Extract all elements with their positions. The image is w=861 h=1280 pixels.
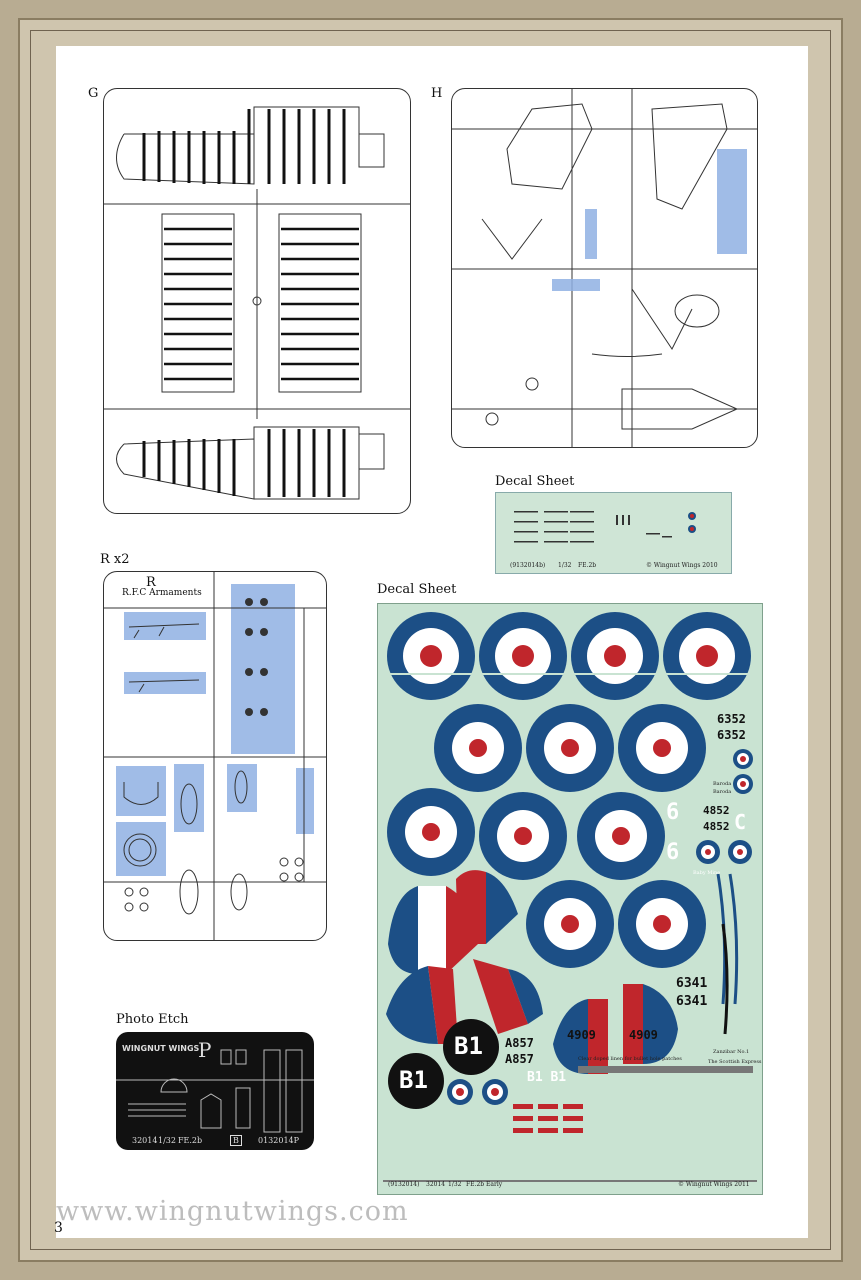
name-baroda-b: Baroda <box>713 789 732 795</box>
bullet-patches <box>513 1104 583 1133</box>
sprue-g <box>103 88 411 514</box>
roundel-row-2 <box>434 704 706 792</box>
sprue-h-drawing <box>452 89 757 447</box>
code-6-a: 6 <box>666 800 680 825</box>
serial-a857-b: A857 <box>505 1052 534 1066</box>
etch-kit: 32014 <box>132 1136 158 1145</box>
sprue-h-label: H <box>431 86 443 101</box>
large-decal-sheet-label: Decal Sheet <box>377 582 457 597</box>
sprue-g-drawing <box>104 106 410 500</box>
etch-model: FE.2b <box>178 1136 203 1145</box>
large-decal-kit: 32014 <box>426 1181 446 1188</box>
roundel-row-1 <box>383 612 758 700</box>
small-roundels <box>447 749 753 1105</box>
code-b1-medium: B1 <box>454 1032 483 1060</box>
small-decal-code: (9132014b) <box>510 562 546 569</box>
etch-parts <box>116 1049 314 1133</box>
page-number: 3 <box>54 1220 63 1236</box>
serial-4852-b: 4852 <box>703 820 730 833</box>
small-decal-scale: 1/32 <box>558 562 572 569</box>
roundel-row-4 <box>526 880 706 968</box>
large-decal-model: FE.2b Early <box>466 1181 503 1188</box>
serial-6341-b: 6341 <box>676 994 708 1009</box>
name-baby-mine: Baby Mine <box>693 870 721 876</box>
name-baroda-a: Baroda <box>713 781 732 787</box>
etch-marker: B <box>230 1135 242 1146</box>
sprue-r-letter: R <box>146 575 156 590</box>
serial-6352-a: 6352 <box>717 712 746 726</box>
code-c: C <box>734 810 747 834</box>
large-decal-scale: 1/32 <box>448 1181 462 1188</box>
name-zanzibar: Zanzibar No.1 <box>713 1049 750 1055</box>
small-decal-model: FE.2b <box>578 562 597 569</box>
sprue-r: R R.F.C Armaments <box>103 571 327 941</box>
serial-4909-a: 4909 <box>567 1028 596 1042</box>
code-b1-pair: B1 B1 <box>527 1070 567 1085</box>
sprue-r-title: R.F.C Armaments <box>122 588 202 598</box>
roundel-row-3 <box>387 788 665 880</box>
website-url[interactable]: www.wingnutwings.com <box>56 1196 409 1227</box>
large-decal-code: (9132014) <box>388 1181 420 1188</box>
small-decal-sheet: (9132014b) 1/32 FE.2b © Wingnut Wings 20… <box>495 492 732 574</box>
serial-6352-b: 6352 <box>717 728 746 742</box>
rudder-stripes <box>386 870 678 1074</box>
decorative-frame-inner <box>30 30 831 1250</box>
photo-etch-label: Photo Etch <box>116 1012 189 1027</box>
sprue-g-label: G <box>88 86 99 101</box>
serial-4909-b: 4909 <box>629 1028 658 1042</box>
etch-scale: 1/32 <box>158 1136 176 1145</box>
sprue-r-drawing <box>104 572 326 940</box>
etch-letter: P <box>198 1038 212 1062</box>
photo-etch-fret: WINGNUT WINGS P 32014 1/32 FE.2b B 01320… <box>116 1032 314 1150</box>
etch-code: 0132014P <box>258 1136 300 1145</box>
sprue-h <box>451 88 758 448</box>
decal-roundels <box>383 612 758 1182</box>
code-b1-large: B1 <box>399 1066 428 1094</box>
name-scottish-express: The Scottish Express <box>708 1059 762 1065</box>
bullet-patch-note: Clear doped linen for bullet hole patche… <box>578 1056 682 1062</box>
serial-6341-a: 6341 <box>676 976 708 991</box>
etch-brand: WINGNUT WINGS <box>122 1044 200 1053</box>
large-decal-copyright: © Wingnut Wings 2011 <box>678 1181 750 1188</box>
small-decal-marks <box>514 511 696 543</box>
sprue-r-label: R x2 <box>100 552 130 567</box>
code-6-b: 6 <box>666 840 680 865</box>
large-decal-sheet: 6352 6352 4852 4852 6341 6341 A857 A857 … <box>377 603 763 1195</box>
small-decal-sheet-label: Decal Sheet <box>495 474 575 489</box>
small-decal-copyright: © Wingnut Wings 2010 <box>646 562 718 569</box>
serial-a857-a: A857 <box>505 1036 534 1050</box>
serial-4852-a: 4852 <box>703 804 730 817</box>
streamers <box>716 873 739 1035</box>
